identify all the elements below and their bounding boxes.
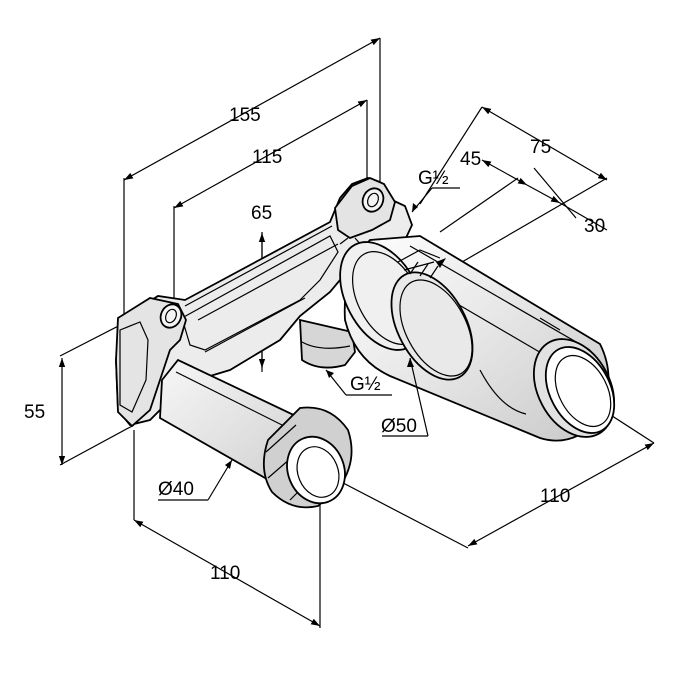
dim-110-left-label: 110 <box>210 563 240 584</box>
dim-155-label: 155 <box>229 105 261 126</box>
dimension-labels: 155 115 65 55 45 75 30 G½ G½ Ø50 Ø40 110… <box>24 105 605 584</box>
dim-110-right-label: 110 <box>540 486 570 507</box>
dim-line-115 <box>173 99 368 209</box>
flow-arrow-marking <box>397 249 446 279</box>
mounting-bracket <box>115 177 413 428</box>
dim-line-45 <box>481 159 528 186</box>
dim-65-label: 65 <box>251 203 272 224</box>
dim-115-label: 115 <box>252 147 282 168</box>
dim-line-110-left <box>133 519 321 627</box>
diameter-50-label: Ø50 <box>381 416 417 437</box>
leader-lines <box>158 187 460 501</box>
dim-line-75 <box>481 106 608 181</box>
dim-45-label: 45 <box>460 149 481 170</box>
dim-line-30 <box>526 184 561 204</box>
dim-line-110-right <box>467 442 655 547</box>
diameter-40-label: Ø40 <box>158 479 194 500</box>
thread-g12-bottom-label: G½ <box>350 374 381 395</box>
right-cylinder <box>339 235 616 442</box>
dim-75-label: 75 <box>530 137 551 158</box>
dim-55-label: 55 <box>24 402 45 423</box>
dim-30-label: 30 <box>584 216 605 237</box>
thread-g12-top-label: G½ <box>418 168 449 189</box>
left-pipe <box>159 358 353 509</box>
